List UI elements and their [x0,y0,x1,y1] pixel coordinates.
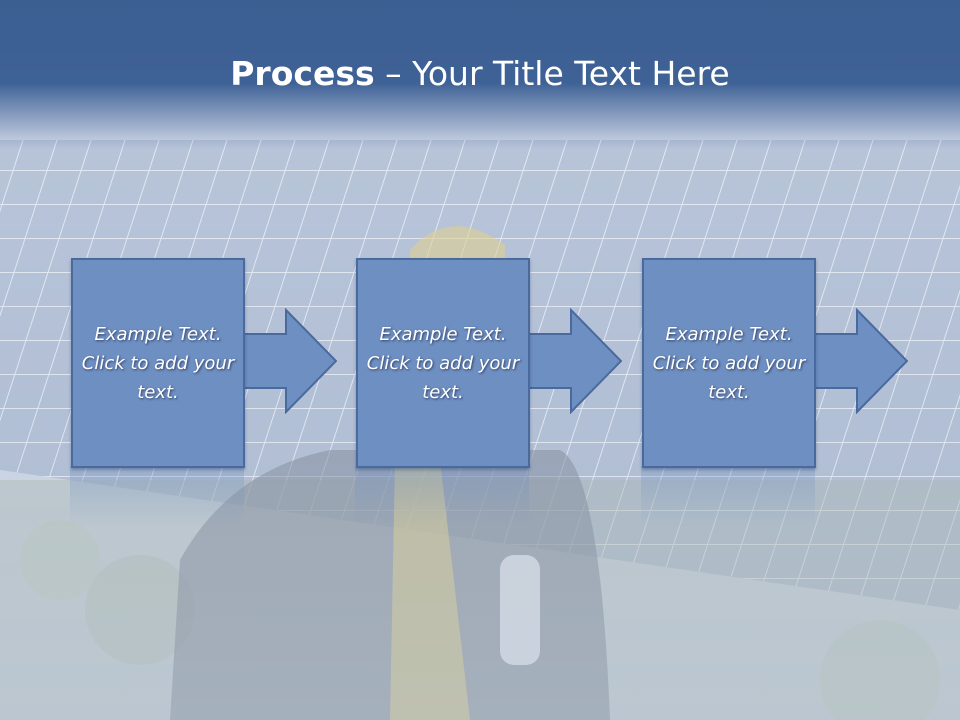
step-text: Example Text. Click to add your text. [652,323,806,403]
process-step-box-2[interactable]: Example Text. Click to add your text. [356,258,530,468]
slide-title[interactable]: Process – Your Title Text Here [0,54,960,93]
process-step-box-1[interactable]: Example Text. Click to add your text. [71,258,245,468]
title-bold: Process [230,54,375,93]
step-text: Example Text. Click to add your text. [366,323,520,403]
reflection [355,466,529,526]
reflection [641,466,815,526]
process-step-box-3[interactable]: Example Text. Click to add your text. [642,258,816,468]
arrow-right-icon [241,308,337,414]
step-text: Example Text. Click to add your text. [81,323,235,403]
arrow-right-icon [812,308,908,414]
title-rest: – Your Title Text Here [374,54,730,93]
arrow-right-icon [526,308,622,414]
title-bar: Process – Your Title Text Here [0,0,960,150]
reflection [70,466,244,526]
